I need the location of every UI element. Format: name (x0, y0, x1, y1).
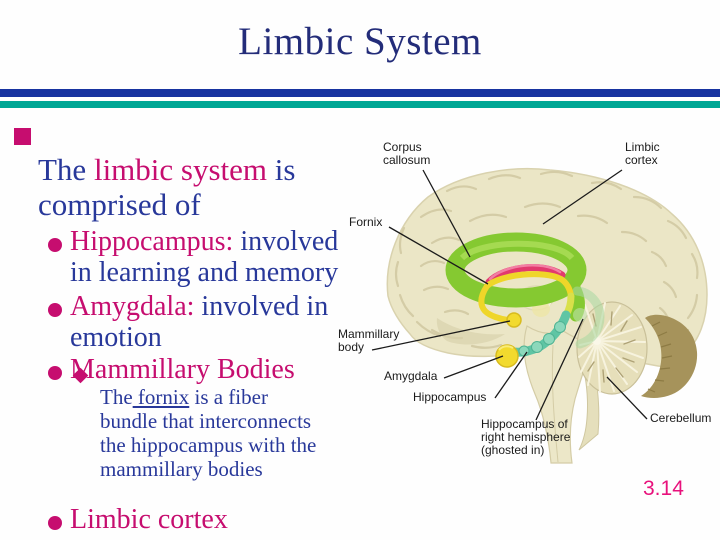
header-rule-teal (0, 101, 720, 108)
bullet-text: Mammillary Bodies (70, 354, 295, 385)
label-mammillary-body: Mammillary body (338, 327, 400, 354)
header-rule-blue (0, 89, 720, 97)
leader-lines (371, 169, 648, 421)
bullet-item-fornix-note: The fornix is a fiber bundle that interc… (0, 361, 385, 481)
square-bullet-icon (14, 128, 31, 145)
bullet-item-limbic-system: The limbic system is comprised of (0, 117, 378, 222)
bullet-item-mammillary-bodies: Mammillary Bodies (0, 323, 382, 385)
mammillary-body-structure (506, 312, 522, 328)
bullet-text: The (100, 385, 133, 409)
page-title: Limbic System (238, 20, 482, 63)
label-amygdala: Amygdala (384, 369, 438, 383)
corpus-callosum-arc (485, 264, 566, 286)
page-number: 3.14 (643, 477, 684, 500)
bullet-item-limbic-cortex: Limbic cortex (0, 473, 382, 535)
bullet-text: The (38, 152, 94, 187)
circle-bullet-icon (48, 303, 62, 317)
bullet-text: Amygdala: (70, 291, 195, 322)
sulci-lines (394, 170, 699, 349)
label-cerebellum: Cerebellum (650, 411, 712, 425)
circle-bullet-icon (48, 516, 62, 530)
label-hippocampus-right: Hippocampus of right hemisphere (ghosted… (481, 417, 571, 457)
label-hippocampus: Hippocampus (413, 390, 487, 404)
bullet-item-amygdala: Amygdala: involved in emotion (0, 260, 382, 353)
bullet-item-hippocampus: Hippocampus: involved in learning and me… (0, 195, 382, 288)
bullet-text: Hippocampus: (70, 226, 234, 257)
bullet-text: Limbic cortex (70, 504, 228, 535)
circle-bullet-icon (48, 366, 62, 380)
label-limbic-cortex: Limbic cortex (625, 140, 660, 167)
label-corpus-callosum: Corpus callosum (383, 140, 431, 167)
amygdala-structure (495, 344, 519, 368)
temporal-shadow (436, 318, 505, 345)
circle-bullet-icon (48, 238, 62, 252)
hippocampus-right-ghost (572, 286, 605, 349)
label-fornix: Fornix (349, 215, 383, 229)
hippocampus-structure (509, 310, 571, 357)
